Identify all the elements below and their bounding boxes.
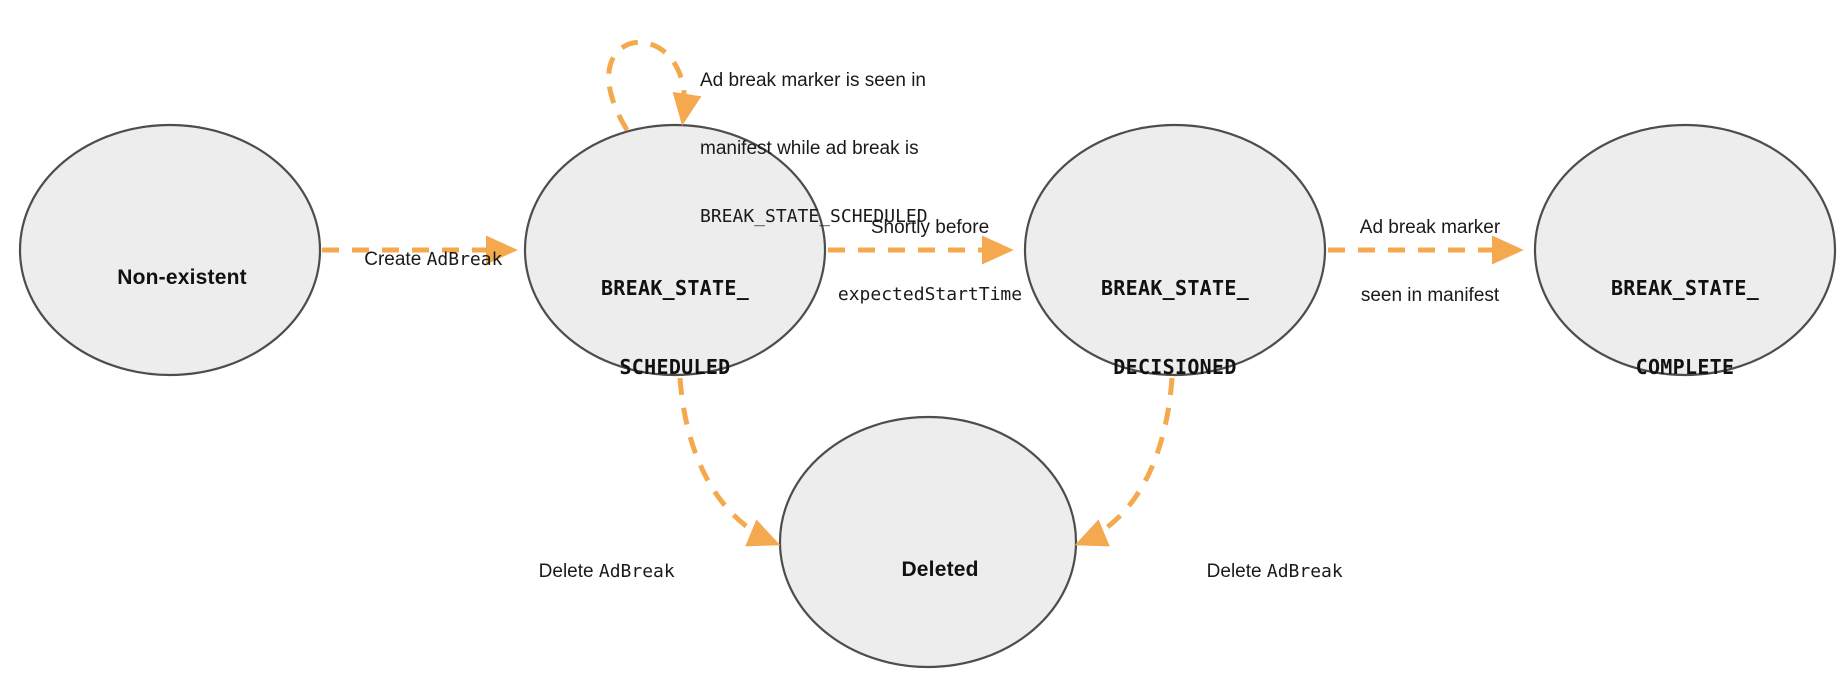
edge-delete-adbreak-from-decisioned [1074,377,1175,547]
node-deleted[interactable] [778,415,1078,669]
edge-delete-adbreak-from-scheduled [677,377,781,547]
node-break-state-scheduled[interactable] [523,123,827,377]
node-break-state-complete[interactable] [1533,123,1837,377]
node-non-existent[interactable] [18,123,322,377]
node-break-state-decisioned[interactable] [1023,123,1327,377]
edge-self-loop-marker-seen [606,40,702,132]
